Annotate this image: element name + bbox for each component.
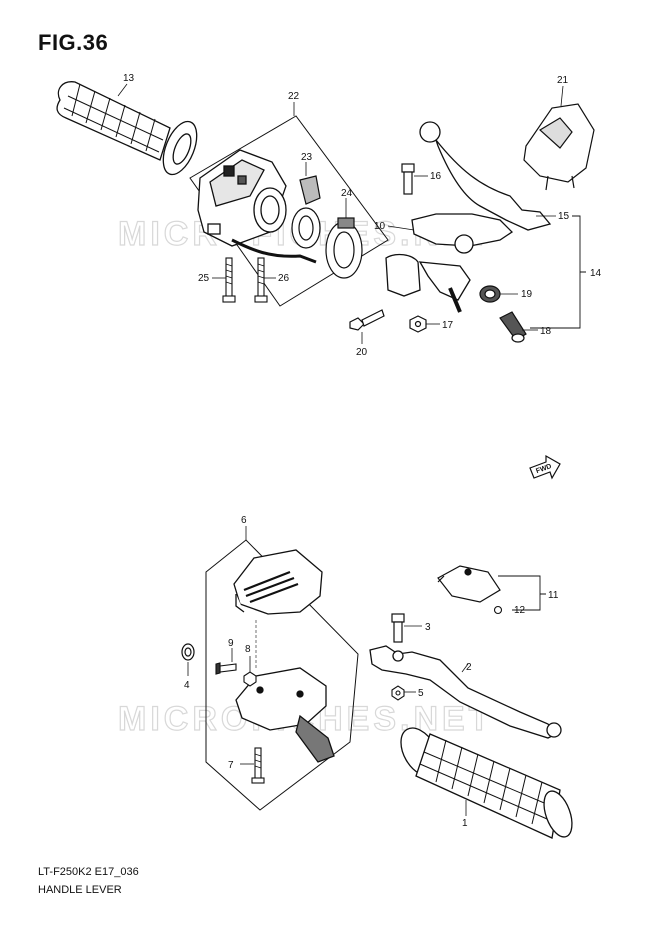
callout-7: 7: [228, 760, 234, 771]
part-14-lever-assembly: [385, 121, 552, 313]
callout-21: 21: [557, 75, 569, 86]
part-9-screw: [215, 662, 237, 675]
callout-17: 17: [442, 320, 454, 331]
figure-title: FIG.36: [38, 30, 109, 55]
callout-2: 2: [466, 662, 472, 673]
part-5-nut: [391, 685, 405, 701]
callout-15: 15: [558, 211, 570, 222]
part-18-bolt: [499, 311, 527, 343]
part-3-pin: [391, 613, 405, 643]
part-2-brake-lever: [369, 645, 562, 739]
callout-5: 5: [418, 688, 424, 699]
leader-21: [560, 85, 564, 107]
callout-19: 19: [521, 289, 533, 300]
callout-6: 6: [241, 515, 247, 526]
callout-14: 14: [590, 268, 602, 279]
part-24-collar: [325, 217, 363, 279]
callout-24: 24: [341, 188, 353, 199]
callout-20: 20: [356, 347, 368, 358]
callout-25: 25: [198, 273, 210, 284]
callout-13: 13: [123, 73, 135, 84]
part-20-bolt: [349, 309, 385, 331]
leader-10: [387, 225, 415, 231]
callout-18: 18: [540, 326, 552, 337]
part-26-screw: [254, 257, 268, 303]
callout-9: 9: [228, 638, 234, 649]
part-23-lever: [291, 175, 321, 249]
callout-8: 8: [245, 644, 251, 655]
throttle-housing: [235, 667, 335, 763]
part-16-pin: [401, 163, 415, 195]
figure-name: HANDLE LEVER: [38, 884, 122, 896]
callout-23: 23: [301, 152, 313, 163]
bracket-14: [530, 215, 586, 329]
callout-4: 4: [184, 680, 190, 691]
callout-22: 22: [288, 91, 300, 102]
bracket-11: [498, 575, 546, 611]
callout-26: 26: [278, 273, 290, 284]
part-4-seal: [181, 643, 195, 661]
callout-16: 16: [430, 171, 442, 182]
callout-1: 1: [462, 818, 468, 829]
part-17-nut: [409, 315, 427, 333]
part-13-grip-left: [56, 81, 198, 176]
callout-12: 12: [514, 605, 526, 616]
part-22-kit-outline: [189, 115, 389, 307]
callout-3: 3: [425, 622, 431, 633]
throttle-cover: [233, 549, 323, 615]
callout-10: 10: [374, 221, 386, 232]
part-12-screw: [493, 605, 503, 615]
leader-2: [461, 663, 469, 673]
part-11-switch: [437, 565, 501, 603]
part-1-grip-right: [400, 727, 573, 839]
part-21-cover: [523, 103, 595, 191]
callout-11: 11: [548, 590, 559, 601]
switch-housing: [197, 149, 317, 264]
figure-code: LT-F250K2 E17_036: [38, 866, 139, 878]
part-7-screw: [251, 747, 265, 784]
part-25-screw: [222, 257, 236, 303]
leader-13: [117, 83, 128, 97]
part-19-adjuster: [479, 285, 501, 303]
fwd-arrow-icon: FWD: [529, 454, 561, 480]
